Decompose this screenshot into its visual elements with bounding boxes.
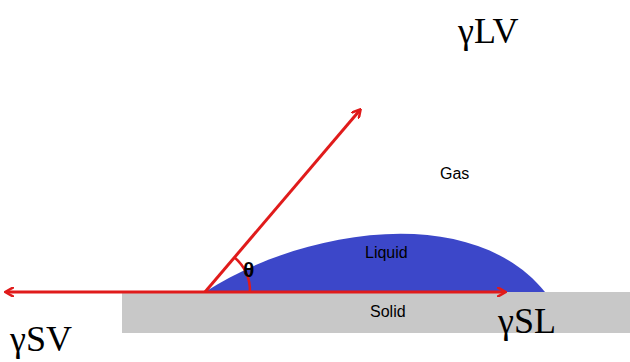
region-name: Liquid (365, 244, 408, 262)
sl-tension-label: γSL (498, 300, 556, 342)
gas-label: Gas (440, 165, 469, 183)
lv-tension-label: γLV (458, 10, 519, 52)
lv-tension-arrow (205, 110, 360, 292)
sv-tension-label: γSV (10, 318, 72, 360)
sv-tension-arrow (6, 291, 205, 294)
angle-label: θ (243, 258, 254, 282)
region-name: Solid (370, 303, 406, 321)
